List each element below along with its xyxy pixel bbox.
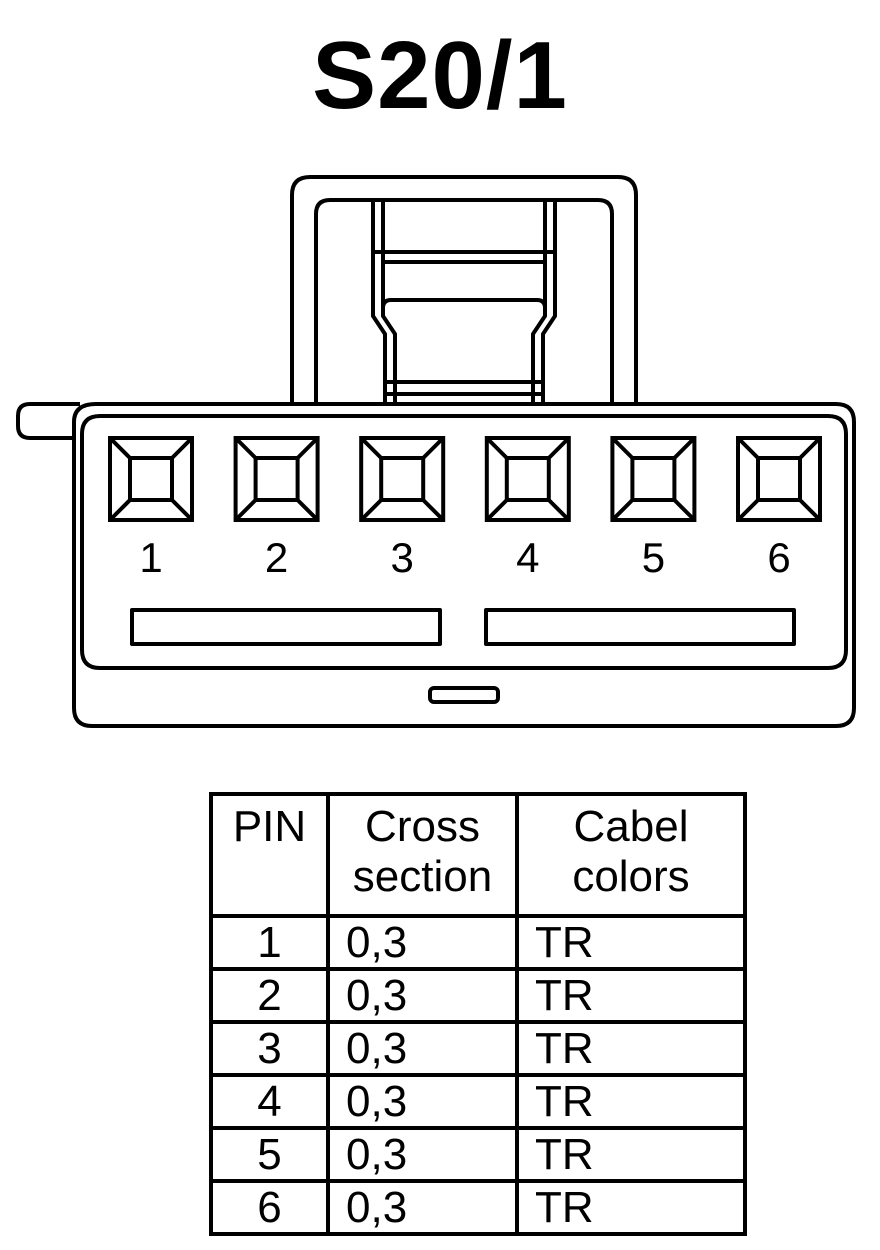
pin-cavity-4 [484,436,571,522]
header-pin: PIN [209,792,330,918]
bottom-slot [428,686,500,704]
pin-cavity-2 [233,436,320,522]
housing-face [80,414,848,670]
housing-outer [72,402,856,728]
latch-tongue-cross [373,250,555,264]
header-cross-section-line1: Cross [365,802,480,851]
table-row: 5 0,3 TR [209,1126,747,1183]
pin-number-label: 1 [139,534,162,581]
key-slot-left [130,608,442,646]
pin-cavity-1 [108,436,194,522]
table-row: 2 0,3 TR [209,967,747,1024]
key-slot-right [484,608,796,646]
pin-number-label: 2 [265,534,288,581]
header-cross-section: Cross section [326,792,519,918]
pin-cavity-5 [610,436,697,522]
cell-color: TR [515,1179,747,1236]
cell-color: TR [515,914,747,971]
cell-pin: 6 [209,1179,330,1236]
cell-cross-section: 0,3 [326,967,519,1024]
connector-diagram: 1 2 3 4 5 6 [16,175,856,728]
table-row: 4 0,3 TR [209,1073,747,1130]
cell-color: TR [515,1020,747,1077]
cell-pin: 1 [209,914,330,971]
table-row: 1 0,3 TR [209,914,747,971]
latch-tongue [371,200,557,404]
cell-color: TR [515,1073,747,1130]
header-cross-section-line2: section [352,852,493,901]
header-cable-colors: Cabel colors [515,792,747,918]
latch-tongue-top [381,298,547,316]
cell-cross-section: 0,3 [326,1179,519,1236]
cell-pin: 4 [209,1073,330,1130]
connector-title: S20/1 [312,22,568,129]
left-tab [16,402,80,440]
cell-color: TR [515,967,747,1024]
cell-cross-section: 0,3 [326,1073,519,1130]
pin-number-label: 6 [767,534,790,581]
pin-table: PIN Cross section Cabel colors 1 0,3 TR … [209,792,747,1236]
table-header-row: PIN Cross section Cabel colors [209,792,747,918]
table-row: 3 0,3 TR [209,1020,747,1077]
table-row: 6 0,3 TR [209,1179,747,1236]
latch-inner [314,198,614,404]
pin-cavity-6 [736,436,822,522]
pin-cavity-3 [359,436,446,522]
cell-pin: 3 [209,1020,330,1077]
cell-pin: 2 [209,967,330,1024]
cell-cross-section: 0,3 [326,1126,519,1183]
cell-cross-section: 0,3 [326,1020,519,1077]
header-cable-colors-line2: colors [572,852,690,901]
cell-cross-section: 0,3 [326,914,519,971]
header-cable-colors-line1: Cabel [573,802,689,851]
pin-number-label: 3 [391,534,414,581]
cell-pin: 5 [209,1126,330,1183]
latch-tongue-base [385,380,543,396]
pin-number-label: 4 [516,534,539,581]
cell-color: TR [515,1126,747,1183]
latch-outer [290,175,638,404]
pin-number-label: 5 [642,534,665,581]
